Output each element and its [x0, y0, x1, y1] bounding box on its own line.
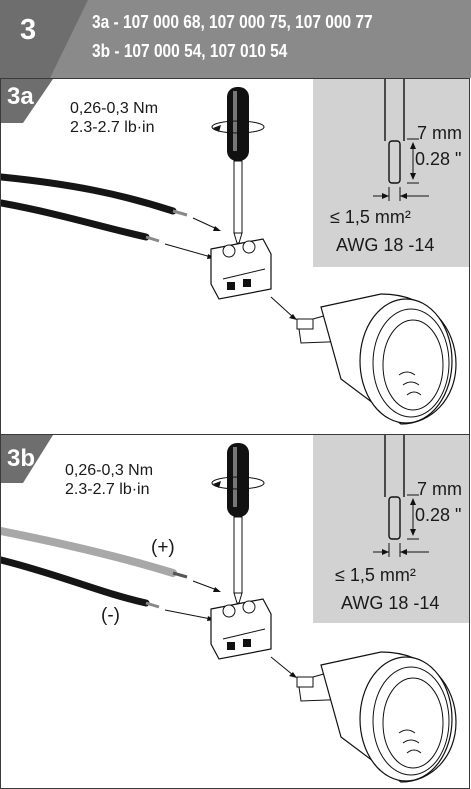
terminal-block: [210, 598, 272, 660]
torque-spec: 0,26-0,3 Nm 2.3-2.7 lb·in: [70, 99, 158, 137]
strip-length-in: 0.28 ": [415, 149, 462, 169]
screwdriver: [211, 443, 265, 604]
panel-indicator: [296, 293, 457, 425]
screwdriver: [211, 87, 265, 244]
part-numbers-3b: 3b - 107 000 54, 107 010 54: [92, 41, 288, 61]
torque-spec: 0,26-0,3 Nm 2.3-2.7 lb·in: [65, 461, 153, 499]
wiring-illustration-3b: [1, 435, 457, 783]
panel-3b: 3b 0,26-0,3 Nm 2.3-2.7 lb·in: [0, 434, 470, 789]
wire-grey-plus: [1, 527, 188, 579]
panel-3a-label: 3a: [7, 83, 34, 110]
panel-3a: 3a 0,26-0,3 Nm 2.3-2.7 lb·in: [0, 78, 470, 435]
awg-range: AWG 18 -14: [336, 235, 435, 255]
wiring-illustration-3a: [1, 79, 457, 425]
strip-length-mm: 7 mm: [417, 123, 462, 143]
cross-section: ≤ 1,5 mm²: [330, 207, 411, 227]
awg-range: AWG 18 -14: [341, 593, 440, 613]
cross-section: ≤ 1,5 mm²: [335, 565, 416, 585]
torque-nm: 0,26-0,3 Nm: [65, 462, 154, 479]
polarity-minus-label: (-): [101, 605, 120, 626]
torque-lbin: 2.3-2.7 lb·in: [70, 119, 155, 136]
torque-nm: 0,26-0,3 Nm: [70, 100, 159, 117]
polarity-plus-label: (+): [151, 537, 175, 558]
part-numbers-3a: 3a - 107 000 68, 107 000 75, 107 000 77: [92, 12, 373, 32]
step-number: 3: [20, 14, 37, 46]
strip-length-in: 0.28 ": [415, 505, 462, 525]
panel-3a-corner-tab: [1, 79, 53, 123]
step-header: 3 3a - 107 000 68, 107 000 75, 107 000 7…: [0, 0, 471, 78]
wires-black: [1, 173, 188, 243]
panel-3b-corner-tab: [1, 435, 53, 483]
torque-lbin: 2.3-2.7 lb·in: [65, 481, 150, 498]
strip-length-mm: 7 mm: [417, 479, 462, 499]
stripped-wire-detail: [373, 435, 429, 557]
panel-indicator: [296, 651, 457, 783]
wire-black-minus: [1, 556, 160, 609]
stripped-wire-detail: [373, 79, 429, 201]
panel-3b-label: 3b: [7, 445, 36, 472]
terminal-block: [210, 238, 272, 300]
step-number-tab: [0, 0, 88, 78]
